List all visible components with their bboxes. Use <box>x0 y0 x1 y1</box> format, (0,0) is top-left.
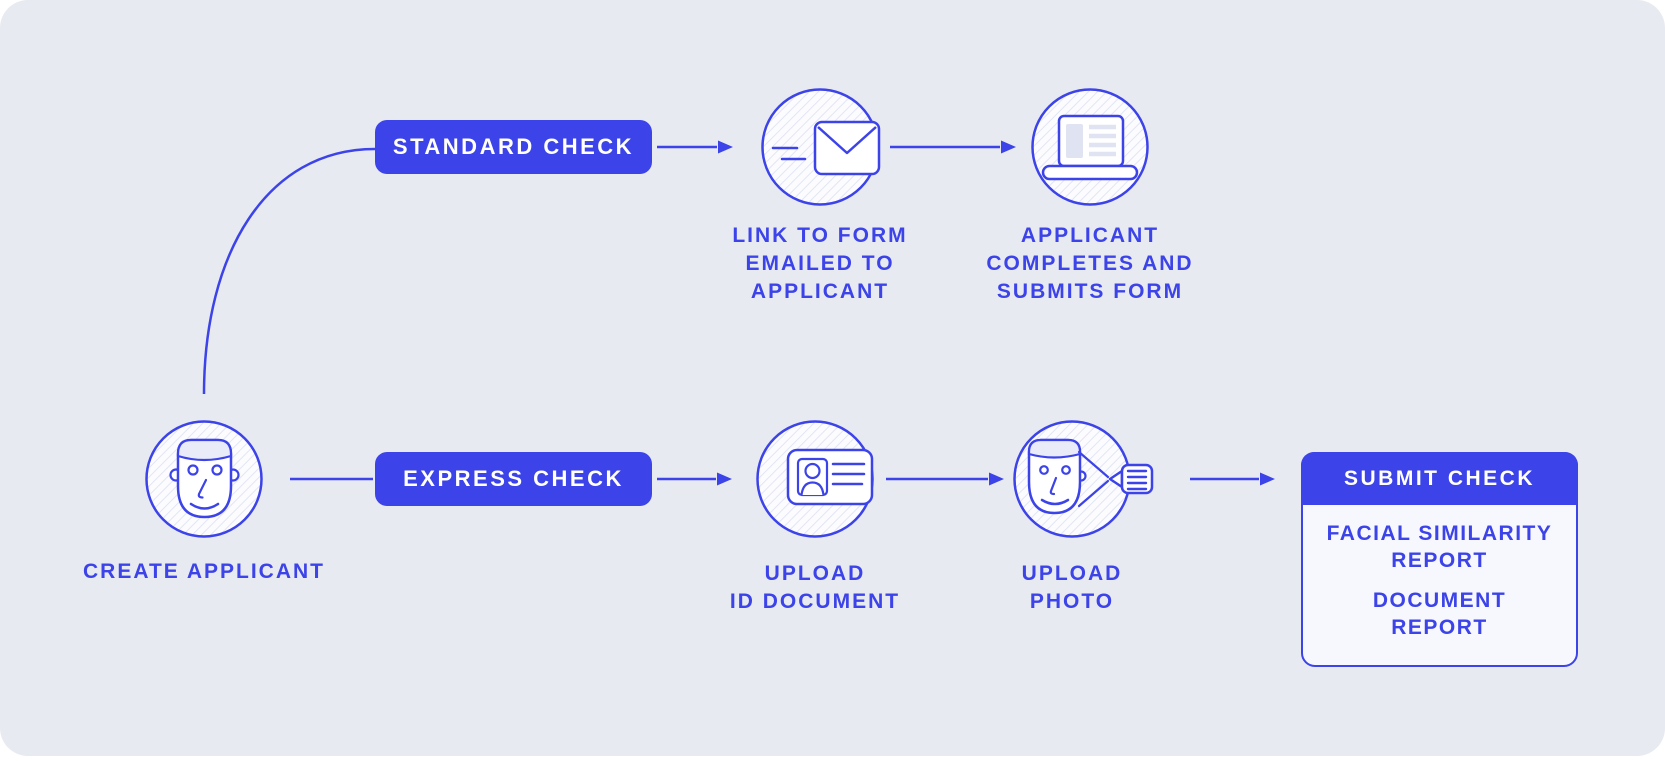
email-sent-icon <box>761 88 881 206</box>
document-report-item: DOCUMENT REPORT <box>1372 589 1507 639</box>
upload-id-document-label: UPLOAD ID DOCUMENT <box>729 562 901 613</box>
face-camera-icon <box>1013 420 1154 538</box>
submit-check-card-body: FACIAL SIMILARITY REPORT DOCUMENT REPORT <box>1303 505 1576 641</box>
laptop-form-icon <box>1031 88 1149 206</box>
submit-check-card-header: SUBMIT CHECK <box>1301 452 1578 505</box>
facial-similarity-report-item: FACIAL SIMILARITY REPORT <box>1326 522 1553 572</box>
upload-photo-label: UPLOAD PHOTO <box>1021 562 1123 613</box>
applicant-completes-label: APPLICANT COMPLETES AND SUBMITS FORM <box>986 224 1194 303</box>
standard-check-node: STANDARD CHECK <box>375 120 652 174</box>
curve-to-standard-check <box>202 147 376 395</box>
id-document-icon <box>756 420 874 538</box>
create-applicant-label: CREATE APPLICANT <box>83 560 325 583</box>
applicant-face-icon <box>145 420 263 538</box>
express-check-node: EXPRESS CHECK <box>375 452 652 506</box>
submit-check-card: SUBMIT CHECK FACIAL SIMILARITY REPORT DO… <box>1301 452 1578 667</box>
link-to-form-label: LINK TO FORM EMAILED TO APPLICANT <box>732 224 908 303</box>
